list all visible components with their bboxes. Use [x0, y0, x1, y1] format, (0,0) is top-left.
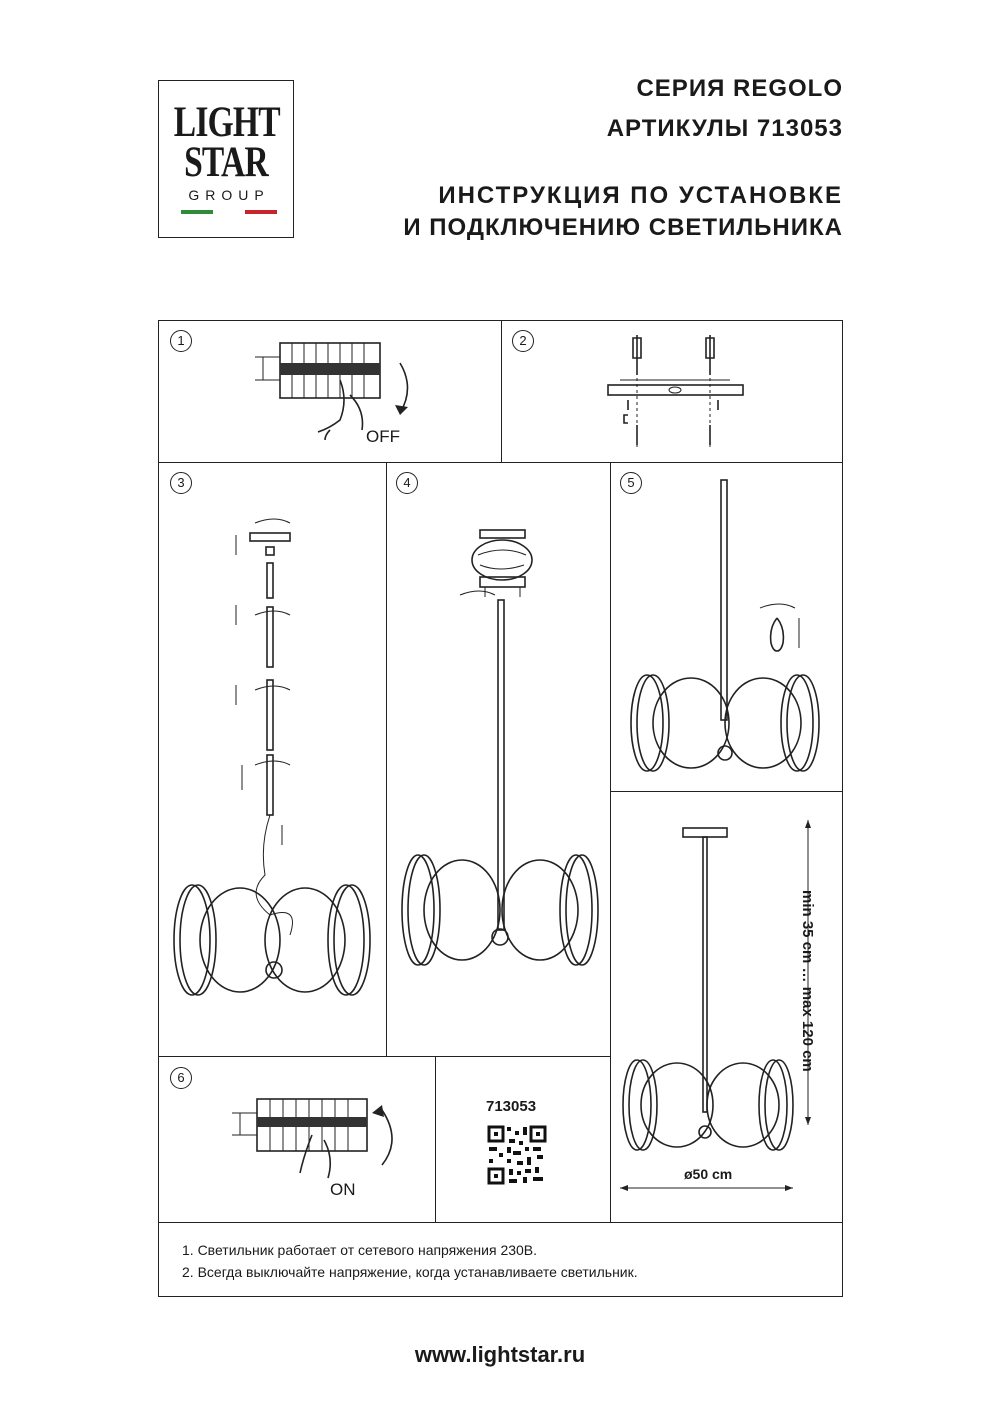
- series-title: СЕРИЯ REGOLO: [636, 75, 843, 102]
- step-number-5: 5: [620, 472, 642, 494]
- off-label: OFF: [366, 427, 400, 446]
- instruction-title-line-2: И ПОДКЛЮЧЕНИЮ СВЕТИЛЬНИКА: [403, 214, 843, 241]
- bulb-install-illustration: [630, 479, 820, 772]
- step-number-6: 6: [170, 1067, 192, 1089]
- logo-line-1: LIGHT: [173, 99, 281, 146]
- instruction-grid: 1 2 3 4 5 6: [158, 320, 843, 1297]
- article-code: 713053: [486, 1098, 537, 1115]
- note-2: 2. Всегда выключайте напряжение, когда у…: [182, 1264, 638, 1280]
- website-link[interactable]: www.lightstar.ru: [414, 1342, 586, 1367]
- assembly-steps-illustration: [173, 518, 371, 996]
- note-1: 1. Светильник работает от сетевого напря…: [182, 1242, 538, 1258]
- instruction-title-line-1: ИНСТРУКЦИЯ ПО УСТАНОВКЕ: [438, 182, 843, 209]
- step-number-3: 3: [170, 472, 192, 494]
- qr-code-icon: [487, 1125, 547, 1185]
- logo-line-3: GROUP: [188, 187, 270, 203]
- dimensions-illustration: [620, 820, 811, 1191]
- mounting-plate-illustration: [607, 335, 744, 448]
- step-number-1: 1: [170, 330, 192, 352]
- step-number-4: 4: [396, 472, 418, 494]
- ceiling-connection-illustration: [401, 529, 599, 966]
- diameter-dimension-label: ø50 cm: [684, 1166, 733, 1182]
- circuit-breaker-on-illustration: [232, 1098, 393, 1179]
- brand-logo: LIGHT STAR GROUP: [158, 80, 294, 238]
- step-number-2: 2: [512, 330, 534, 352]
- article-number: АРТИКУЛЫ 713053: [606, 115, 843, 142]
- logo-line-2: STAR: [184, 139, 269, 186]
- italian-flag-stripe: [181, 210, 277, 214]
- on-label: ON: [330, 1180, 356, 1199]
- height-dimension-label: min 35 cm … max 120 cm: [799, 890, 816, 1072]
- circuit-breaker-off-illustration: [255, 342, 409, 441]
